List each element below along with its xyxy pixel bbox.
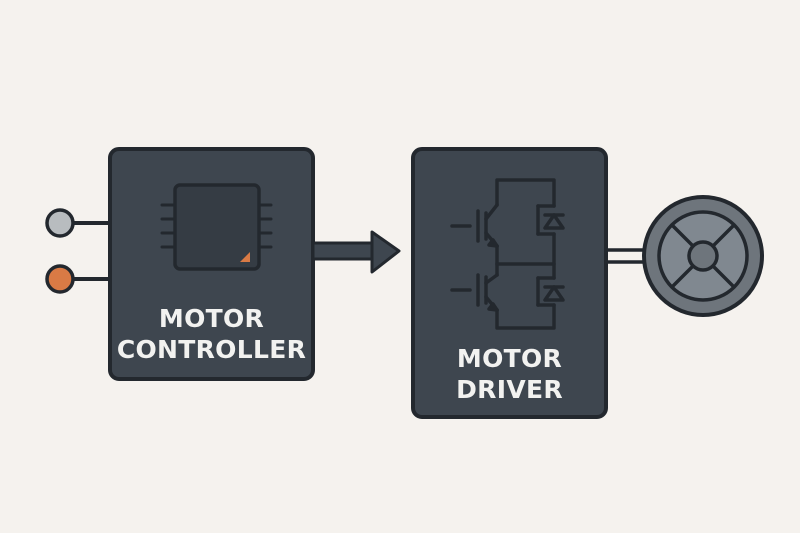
motor-controller-label-line1: MOTOR (158, 304, 265, 333)
signal-arrow (311, 230, 401, 274)
input-terminal-gray-icon (45, 208, 75, 238)
motor-driver-label: MOTOR DRIVER (413, 343, 606, 405)
motor-connection (606, 248, 645, 264)
input-terminal-orange-icon (45, 264, 75, 294)
igbt-half-bridge-icon (450, 178, 565, 330)
motor-icon (642, 195, 764, 317)
motor-driver-label-line1: MOTOR (456, 344, 563, 373)
motor-controller-label: MOTOR CONTROLLER (110, 303, 313, 365)
motor-controller-label-line2: CONTROLLER (116, 335, 307, 364)
motor-driver-label-line2: DRIVER (456, 375, 563, 404)
microcontroller-chip-icon (160, 183, 273, 271)
input-terminals (45, 208, 110, 294)
